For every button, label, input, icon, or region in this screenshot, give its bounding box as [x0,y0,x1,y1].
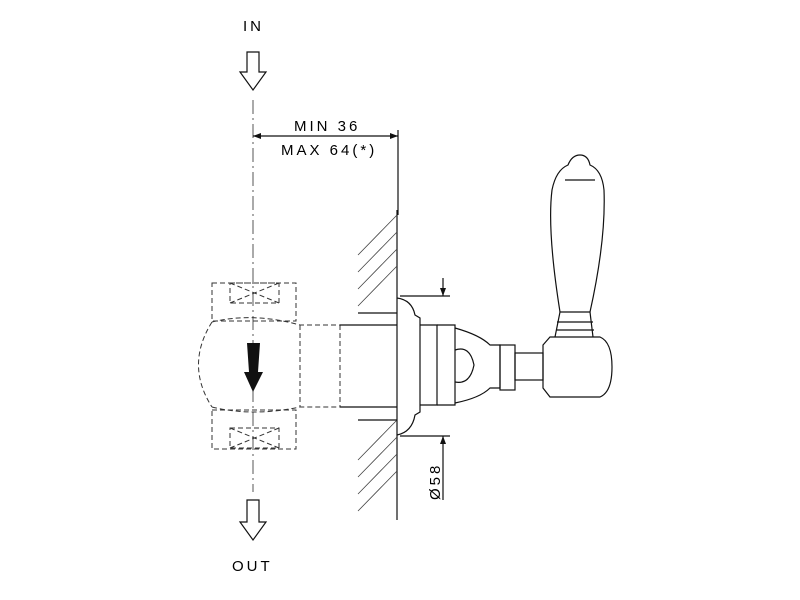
hatch-line [357,231,398,273]
outlet-arrow-icon [238,499,268,542]
valve-fitting [340,154,613,436]
hatch-line [357,248,398,290]
wall-section [357,210,398,520]
diameter-label: Ø58 [427,463,444,500]
hatch-line [357,470,398,512]
concealed-valve-body [198,282,341,450]
hatch-line [357,265,398,307]
lever-handle [550,154,605,313]
inlet-arrow-icon [238,51,268,92]
hatch-line [357,419,398,461]
diameter-dimension: Ø58 [400,278,450,500]
max-depth-label: MAX 64(*) [281,142,377,159]
hatch-line [357,436,398,478]
hatch-line [357,453,398,495]
min-depth-label: MIN 36 [294,118,360,135]
outlet-label: OUT [232,558,273,575]
depth-dimension [253,130,399,215]
flow-arrow-icon [244,343,263,392]
hatch-line [357,214,398,256]
inlet-label: IN [243,18,264,35]
